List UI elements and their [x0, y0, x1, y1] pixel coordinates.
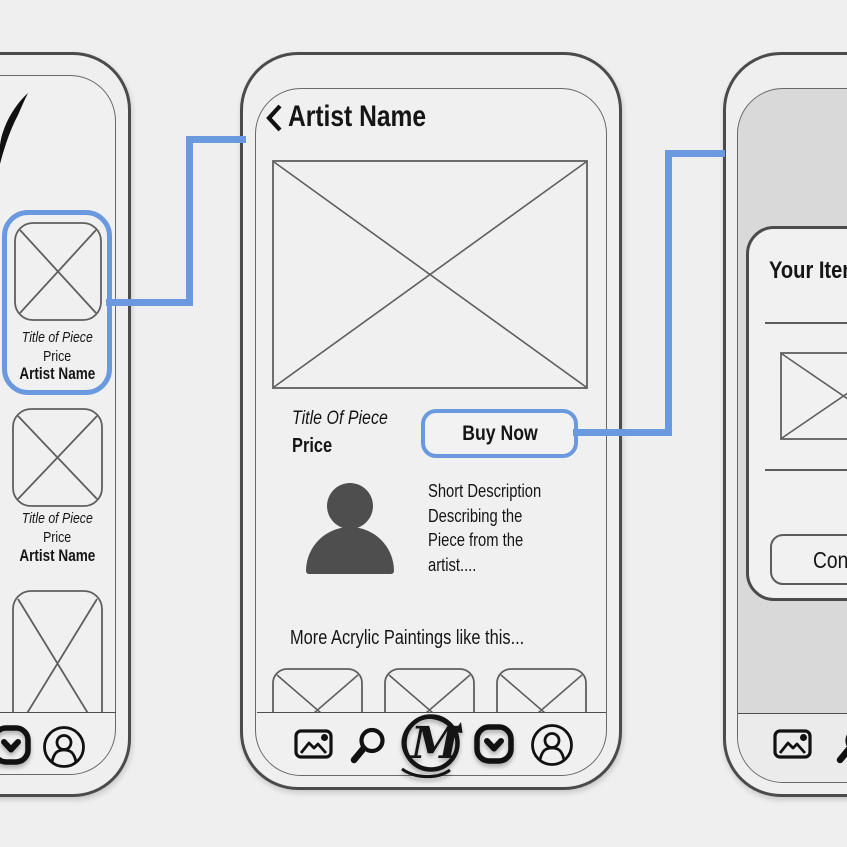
- logo-letter: M: [409, 718, 461, 769]
- item-price: Price: [42, 348, 72, 365]
- brand-logo-icon[interactable]: M: [398, 709, 464, 779]
- buy-now-label: Buy Now: [461, 421, 538, 445]
- item-price: Price: [42, 529, 72, 546]
- navbar-divider: [738, 712, 847, 715]
- navbar-divider: [0, 711, 116, 714]
- profile-icon[interactable]: [530, 723, 574, 767]
- short-description: Short Description Describing the Piece f…: [428, 481, 542, 575]
- flow-connector: [665, 150, 672, 436]
- photos-icon[interactable]: [773, 727, 812, 759]
- collapse-icon[interactable]: [0, 725, 31, 765]
- item-artist: Artist Name: [19, 547, 95, 565]
- continue-button[interactable]: Cont: [770, 534, 847, 585]
- page-title: Artist Name: [288, 100, 427, 133]
- related-section-label: More Acrylic Paintings like this...: [290, 627, 525, 649]
- item-thumbnail-placeholder[interactable]: [14, 222, 102, 321]
- search-icon[interactable]: [834, 726, 847, 766]
- collapse-icon[interactable]: [474, 724, 514, 764]
- search-icon[interactable]: [348, 726, 386, 766]
- item-thumbnail-placeholder[interactable]: [12, 590, 103, 712]
- back-chevron-icon[interactable]: [265, 104, 283, 132]
- paintbrush-tip-icon: [0, 93, 28, 164]
- flow-connector: [186, 136, 246, 143]
- flow-connector: [665, 150, 725, 157]
- continue-label: Cont: [813, 547, 847, 573]
- related-thumbnail-placeholder[interactable]: [384, 668, 475, 712]
- related-thumbnail-placeholder[interactable]: [272, 668, 363, 712]
- piece-title: Title Of Piece: [292, 407, 388, 429]
- your-item-panel: Your Item Cont: [746, 226, 847, 601]
- item-title: Title of Piece: [21, 329, 93, 346]
- profile-icon[interactable]: [42, 725, 86, 769]
- item-artist: Artist Name: [19, 365, 95, 383]
- item-title: Title of Piece: [21, 510, 93, 527]
- artist-avatar: [327, 483, 373, 529]
- panel-divider: [765, 322, 847, 324]
- panel-title: Your Item: [769, 257, 847, 284]
- flow-connector: [186, 136, 193, 306]
- cart-phone-screen: Your Item Cont: [737, 88, 847, 783]
- flow-connector: [573, 429, 672, 436]
- panel-divider: [765, 469, 847, 471]
- item-thumbnail-placeholder[interactable]: [12, 408, 103, 507]
- cart-item-placeholder: [780, 352, 847, 440]
- related-thumbnail-placeholder[interactable]: [496, 668, 587, 712]
- piece-price: Price: [292, 435, 333, 457]
- selected-item-highlight[interactable]: [2, 210, 112, 395]
- browse-phone-screen: [0, 75, 116, 775]
- buy-now-button[interactable]: Buy Now: [421, 409, 578, 458]
- photos-icon[interactable]: [294, 727, 333, 759]
- navbar-divider: [257, 711, 606, 714]
- flow-connector: [106, 299, 193, 306]
- artwork-image-placeholder: [272, 160, 588, 389]
